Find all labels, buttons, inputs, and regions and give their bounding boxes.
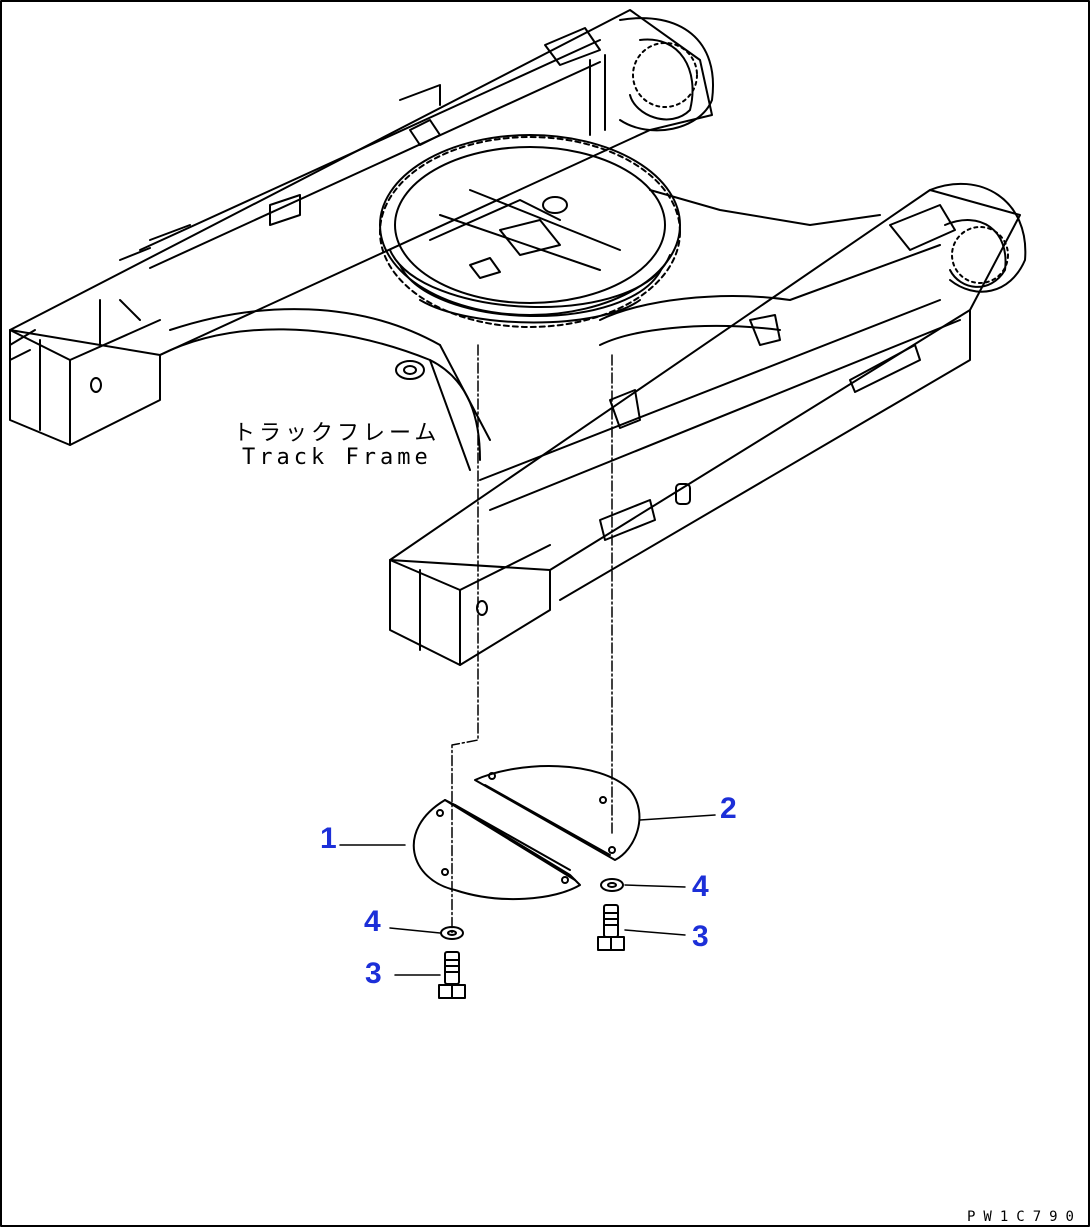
washer-part-4-left [389,926,464,940]
callout-part-3-right: 3 [692,920,709,953]
centre-body [159,189,941,471]
drawing-code: PW1C790 [966,1209,1082,1225]
bolt-part-3-left [394,951,466,999]
cover-part-2 [474,765,716,861]
frame-label-japanese: トラックフレーム [233,421,441,446]
swing-circle [379,134,681,328]
callout-part-4-right: 4 [692,870,709,903]
washer-part-4-right [600,878,686,892]
frame-label-english: Track Frame [242,445,432,470]
callout-part-4-left: 4 [364,905,381,938]
bolt-part-3-right [597,904,686,951]
left-side-frame [9,9,714,446]
right-side-frame [389,182,1027,666]
cover-part-1 [339,799,581,901]
callout-part-1: 1 [320,822,337,855]
callout-part-3-left: 3 [365,957,382,990]
callout-part-2: 2 [720,792,737,825]
assembly-centerlines [451,344,613,936]
